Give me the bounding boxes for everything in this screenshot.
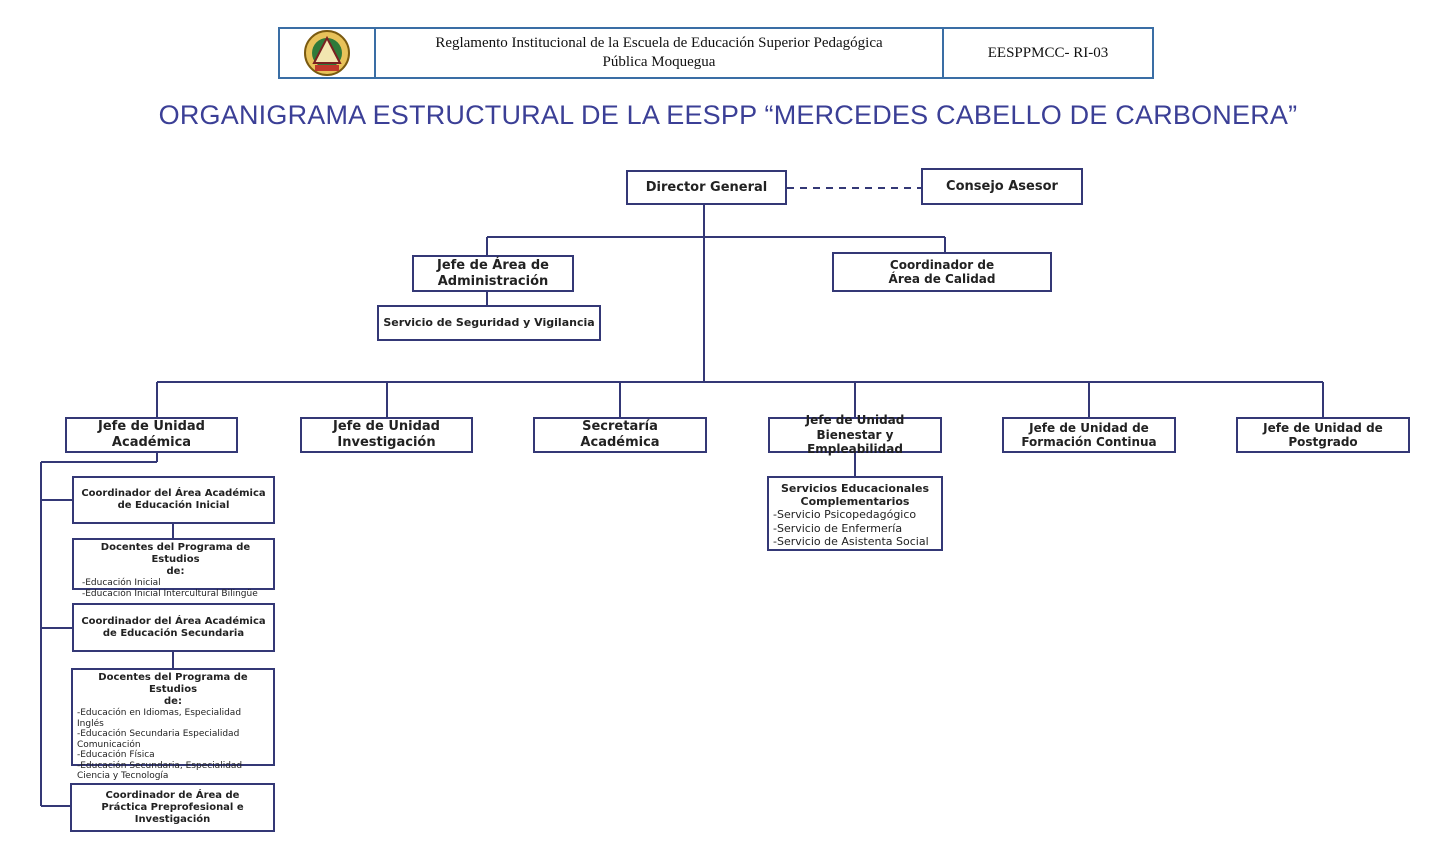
node-label-line1: Secretaría bbox=[582, 419, 658, 435]
node-label-line2: Investigación bbox=[337, 435, 436, 450]
node-servicios-educacionales: Servicios Educacionales Complementarios … bbox=[767, 476, 943, 551]
node-label-line1: Jefe de Unidad de bbox=[1263, 420, 1383, 435]
header-title-line1: Reglamento Institucional de la Escuela d… bbox=[435, 35, 883, 51]
node-label-line1: Servicios Educacionales bbox=[780, 482, 930, 495]
node-consejo-asesor: Consejo Asesor bbox=[921, 168, 1083, 205]
list-item: -Educación en Idiomas, Especialidad Ingl… bbox=[77, 708, 242, 729]
node-label-line2: de: bbox=[166, 566, 185, 577]
list-item: Comunicación bbox=[77, 739, 141, 750]
node-label-line2: Formación Continua bbox=[1021, 435, 1157, 449]
node-label: Consejo Asesor bbox=[946, 178, 1058, 194]
node-docentes-secundaria: Docentes del Programa de Estudios de: -E… bbox=[71, 668, 275, 781]
node-secretaria-academica: Secretaría Académica bbox=[533, 417, 707, 453]
list-item: -Educación Secundaria Especialidad bbox=[77, 729, 240, 739]
node-coordinador-secundaria: Coordinador del Área Académica de Educac… bbox=[72, 603, 275, 652]
node-coordinador-calidad: Coordinador de Área de Calidad bbox=[832, 252, 1052, 292]
node-label-line2: Complementarios bbox=[800, 495, 910, 509]
node-label-line1: Jefe de Unidad bbox=[333, 419, 440, 435]
node-label-line1: Docentes del Programa de Estudios bbox=[100, 542, 251, 565]
node-label-line1: Coordinador de Área de bbox=[105, 789, 240, 801]
header-title: Reglamento Institucional de la Escuela d… bbox=[376, 29, 944, 77]
node-label-line2: Administración bbox=[437, 273, 549, 289]
logo-cell bbox=[280, 29, 376, 77]
node-servicio-seguridad: Servicio de Seguridad y Vigilancia bbox=[377, 305, 601, 341]
node-label-line2: de: bbox=[164, 696, 182, 707]
node-label-line1: Coordinador del Área Académica bbox=[81, 615, 266, 627]
node-label-line2: Bienestar y Empleabilidad bbox=[807, 427, 903, 457]
node-label-line2: de Educación Inicial bbox=[117, 500, 230, 511]
header-code: EESPPMCC- RI-03 bbox=[987, 44, 1109, 61]
node-label-line1: Docentes del Programa de Estudios bbox=[98, 672, 248, 695]
node-label-line1: Coordinador de bbox=[889, 257, 995, 272]
node-jefe-administracion: Jefe de Área de Administración bbox=[412, 255, 574, 292]
node-label-line2: Postgrado bbox=[1288, 435, 1358, 449]
node-coordinador-practica: Coordinador de Área de Práctica Preprofe… bbox=[70, 783, 275, 832]
node-director-general: Director General bbox=[626, 170, 787, 205]
node-label-line2: Área de Calidad bbox=[888, 272, 996, 286]
node-label-line2: Académica bbox=[580, 435, 660, 450]
page-title: ORGANIGRAMA ESTRUCTURAL DE LA EESPP “MER… bbox=[158, 100, 1298, 130]
node-docentes-inicial: Docentes del Programa de Estudios de: -E… bbox=[72, 538, 275, 599]
list-item: -Educación Inicial Intercultural Bilingü… bbox=[82, 588, 258, 599]
list-item: -Servicio de Asistenta Social bbox=[773, 535, 929, 549]
institution-logo-icon bbox=[304, 30, 350, 76]
node-label-line2: de Educación Secundaria bbox=[102, 627, 245, 639]
list-item: -Servicio Psicopedagógico bbox=[773, 508, 917, 522]
node-label-line1: Jefe de Unidad bbox=[98, 419, 205, 435]
node-jefe-unidad-bienestar: Jefe de Unidad Bienestar y Empleabilidad bbox=[768, 413, 942, 456]
node-label-line1: Jefe de Área de bbox=[436, 257, 549, 273]
document-header: Reglamento Institucional de la Escuela d… bbox=[278, 27, 1154, 79]
node-label-line2: Práctica Preprofesional e bbox=[101, 801, 244, 813]
list-item: -Servicio de Enfermería bbox=[773, 521, 903, 535]
node-label-line2: Académica bbox=[111, 435, 192, 450]
node-label-line1: Coordinador del Área Académica bbox=[81, 488, 266, 499]
node-label: Servicio de Seguridad y Vigilancia bbox=[383, 316, 595, 330]
node-jefe-formacion-continua: Jefe de Unidad de Formación Continua bbox=[1002, 417, 1176, 453]
node-label: Director General bbox=[645, 179, 768, 195]
node-jefe-postgrado: Jefe de Unidad de Postgrado bbox=[1236, 417, 1410, 453]
node-jefe-unidad-academica: Jefe de Unidad Académica bbox=[65, 417, 238, 453]
node-label-line1: Jefe de Unidad bbox=[805, 413, 905, 428]
node-label-line3: Investigación bbox=[134, 813, 211, 825]
list-item: -Educación Física bbox=[77, 750, 155, 760]
node-jefe-unidad-investigacion: Jefe de Unidad Investigación bbox=[300, 417, 473, 453]
header-title-line2: Pública Moquegua bbox=[602, 54, 716, 70]
list-item: Ciencia y Tecnología bbox=[77, 771, 169, 781]
list-item: -Educación Secundaria, Especialidad bbox=[77, 760, 243, 771]
list-item: -Educación Inicial bbox=[82, 578, 161, 588]
node-coordinador-inicial: Coordinador del Área Académica de Educac… bbox=[72, 476, 275, 524]
node-label-line1: Jefe de Unidad de bbox=[1029, 420, 1149, 435]
